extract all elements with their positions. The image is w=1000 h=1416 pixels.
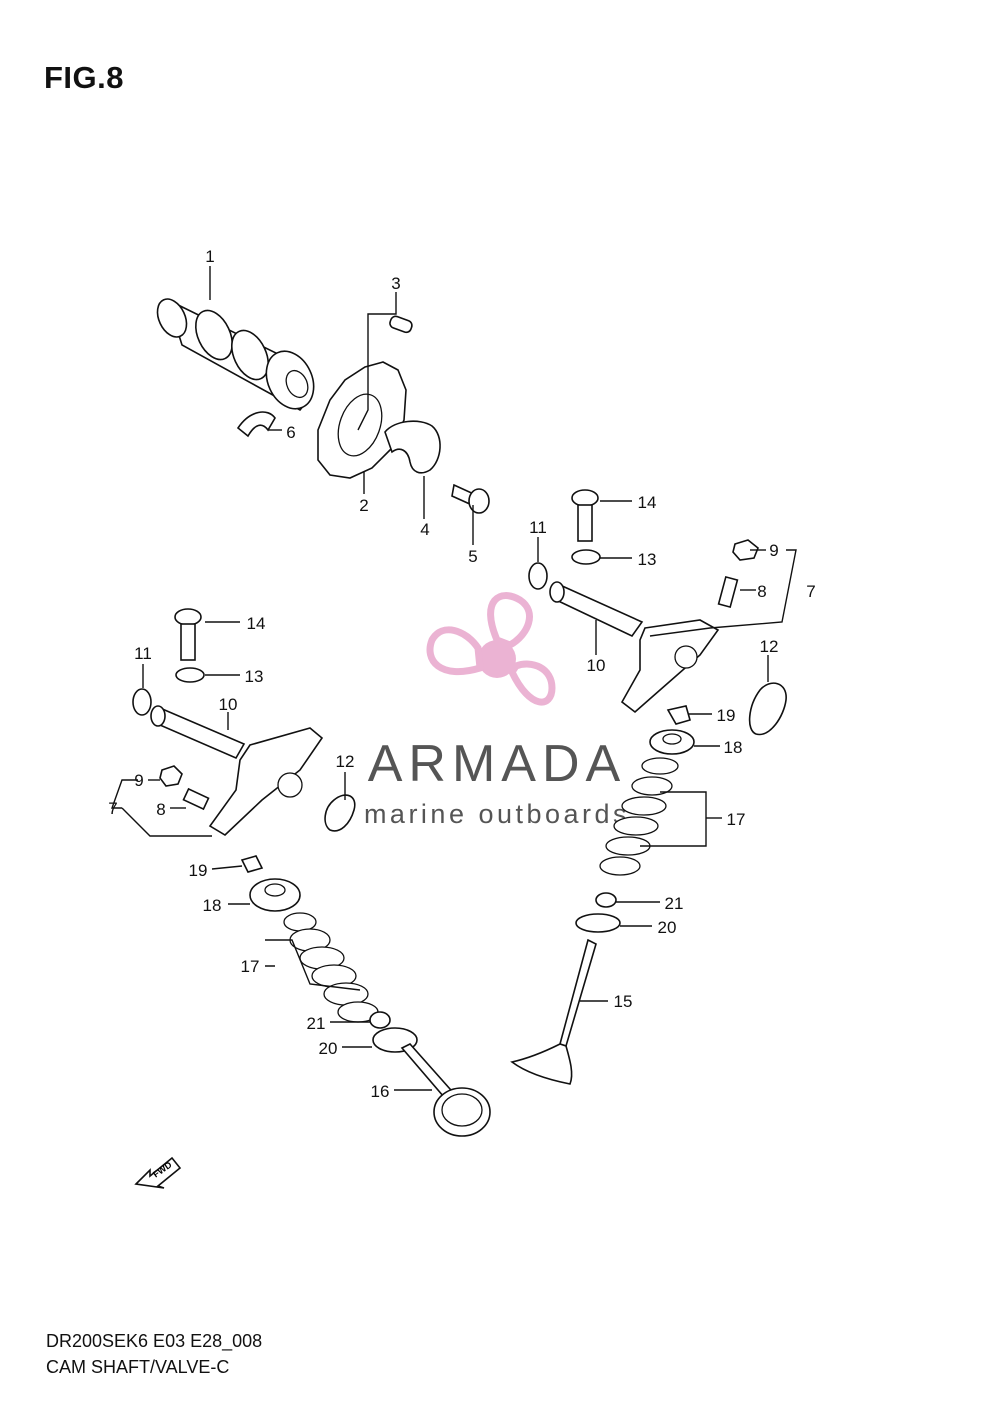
adjuster-8-right-part bbox=[717, 575, 739, 609]
plate-part bbox=[384, 420, 441, 474]
callout-5: 5 bbox=[468, 547, 477, 566]
figure-title: FIG.8 bbox=[44, 60, 125, 95]
valve-16-part bbox=[400, 1043, 491, 1137]
o-ring-11-right-part bbox=[528, 562, 548, 590]
callout-18-right: 18 bbox=[724, 738, 743, 757]
callout-10-left: 10 bbox=[219, 695, 238, 714]
figure-name: CAM SHAFT/VALVE-C bbox=[46, 1357, 230, 1377]
nut-9-left-part bbox=[159, 765, 183, 787]
washer-13-left-part bbox=[175, 667, 205, 683]
rocker-shaft-10-left-part bbox=[150, 705, 246, 760]
callout-16: 16 bbox=[371, 1082, 390, 1101]
watermark-brand: ARMADA bbox=[368, 735, 626, 793]
callout-20-right: 20 bbox=[658, 918, 677, 937]
rocker-shaft-10-right-part bbox=[549, 581, 644, 638]
spring-17-left-part bbox=[283, 912, 379, 1023]
watermark-logo bbox=[426, 592, 556, 706]
callout-8-right: 8 bbox=[757, 582, 766, 601]
retainer-18-right-part bbox=[649, 729, 695, 755]
callout-9-left: 9 bbox=[134, 771, 143, 790]
rocker-arm-7-left-part bbox=[208, 727, 324, 836]
cotter-19-right-part bbox=[666, 705, 691, 725]
callout-21-left: 21 bbox=[307, 1014, 326, 1033]
callout-18-left: 18 bbox=[203, 896, 222, 915]
adjuster-8-left-part bbox=[182, 787, 210, 811]
washer-13-right-part bbox=[571, 549, 601, 565]
callout-21-right: 21 bbox=[665, 894, 684, 913]
seat-20-right-part bbox=[575, 913, 621, 933]
callout-17-left: 17 bbox=[241, 957, 260, 976]
rocker-arm-7-right-part bbox=[620, 619, 720, 714]
o-ring-11-left-part bbox=[132, 688, 152, 716]
callout-11-left: 11 bbox=[134, 644, 152, 663]
callout-15: 15 bbox=[614, 992, 633, 1011]
callout-11-right: 11 bbox=[529, 518, 547, 537]
clip-part bbox=[236, 411, 276, 438]
callout-13-left: 13 bbox=[245, 667, 264, 686]
spring-17-right-part bbox=[599, 757, 679, 876]
callout-19-right: 19 bbox=[717, 706, 736, 725]
seal-21-right-part bbox=[595, 892, 617, 908]
callout-3: 3 bbox=[391, 274, 400, 293]
callout-13-right: 13 bbox=[638, 550, 657, 569]
gasket-12-right-part bbox=[748, 682, 787, 736]
pin-part bbox=[389, 315, 413, 334]
valve-15-part bbox=[510, 938, 597, 1085]
callout-8-left: 8 bbox=[156, 800, 165, 819]
callout-7-left: 7 bbox=[108, 799, 117, 818]
callout-9-right: 9 bbox=[769, 541, 778, 560]
callout-14-left: 14 bbox=[247, 614, 266, 633]
gasket-12-left-part bbox=[324, 794, 356, 832]
callout-4: 4 bbox=[420, 520, 429, 539]
bolt-14-right-part bbox=[571, 489, 599, 542]
retainer-18-left-part bbox=[249, 878, 301, 912]
callout-19-left: 19 bbox=[189, 861, 208, 880]
watermark-tagline: marine outboards bbox=[364, 799, 630, 829]
callout-20-left: 20 bbox=[319, 1039, 338, 1058]
callout-1: 1 bbox=[205, 247, 214, 266]
callout-12-left: 12 bbox=[336, 752, 355, 771]
cotter-19-left-part bbox=[240, 855, 264, 873]
callout-12-right: 12 bbox=[760, 637, 779, 656]
camshaft-part bbox=[156, 298, 315, 412]
sprocket-part bbox=[317, 361, 407, 479]
fwd-arrow-icon: FWD bbox=[134, 1156, 182, 1189]
seal-21-left-part bbox=[369, 1011, 391, 1029]
bolt-14-left-part bbox=[174, 608, 202, 661]
callout-7-right: 7 bbox=[806, 582, 815, 601]
callout-17-right: 17 bbox=[727, 810, 746, 829]
callout-6: 6 bbox=[286, 423, 295, 442]
callout-10-right: 10 bbox=[587, 656, 606, 675]
callout-14-right: 14 bbox=[638, 493, 657, 512]
leader-lines bbox=[111, 266, 797, 1091]
nut-9-right-part bbox=[732, 539, 759, 561]
callout-2: 2 bbox=[359, 496, 368, 515]
figure-code: DR200SEK6 E03 E28_008 bbox=[46, 1331, 263, 1351]
bolt-5-part bbox=[451, 483, 490, 514]
